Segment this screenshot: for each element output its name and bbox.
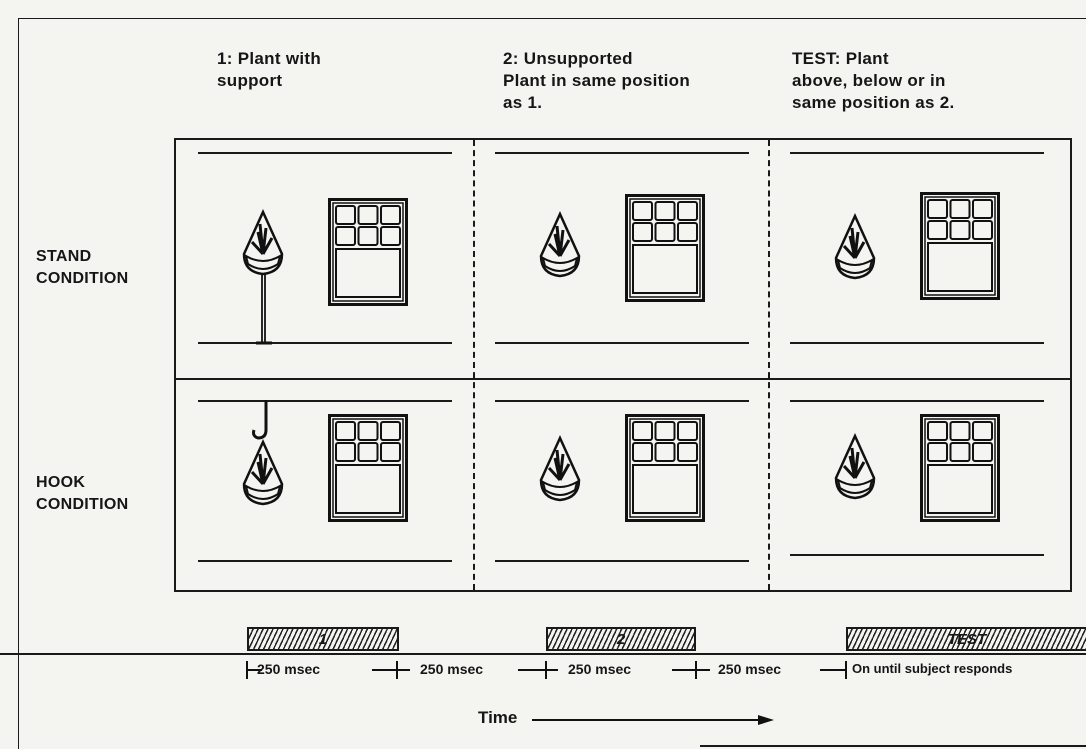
timeline-slot-2-label: 2 — [616, 630, 626, 648]
figure-frame — [18, 18, 1086, 749]
scene-hook-1 — [176, 378, 473, 590]
scene-hook-2 — [473, 378, 768, 590]
window-icon — [920, 414, 1000, 522]
window-icon — [328, 198, 408, 306]
window-icon — [328, 414, 408, 522]
plant-icon — [539, 434, 581, 502]
plant-on-hook-icon — [242, 400, 284, 506]
duration-test: On until subject responds — [852, 661, 1013, 676]
duration-3: 250 msec — [568, 661, 632, 677]
duration-4: 250 msec — [718, 661, 782, 677]
timeline-slot-2: 2 — [546, 627, 696, 651]
row-label-stand-line2: CONDITION — [36, 270, 129, 287]
column-heading-1: 1: Plant with support — [217, 48, 321, 92]
ceiling-line — [198, 152, 452, 154]
plant-icon — [834, 432, 876, 500]
duration-1: 250 msec — [257, 661, 321, 677]
scene-stand-2 — [473, 140, 768, 378]
column-divider-2 — [768, 140, 770, 590]
time-arrow-icon — [532, 715, 774, 725]
ceiling-line — [495, 400, 749, 402]
row-label-hook-line1: HOOK — [36, 474, 86, 491]
window-icon — [625, 194, 705, 302]
timeline-slot-1: 1 — [247, 627, 399, 651]
column-divider-1 — [473, 140, 475, 590]
floor-line — [198, 342, 452, 344]
bottom-rule — [700, 745, 1086, 747]
timeline-slot-1-label: 1 — [318, 630, 328, 648]
row-label-hook: HOOK CONDITION — [36, 472, 128, 516]
column-heading-2-line2: Plant in same position — [503, 71, 691, 90]
column-heading-2: 2: Unsupported Plant in same position as… — [503, 48, 690, 114]
row-label-hook-line2: CONDITION — [36, 496, 129, 513]
scene-stand-1 — [176, 140, 473, 378]
ceiling-line — [495, 152, 749, 154]
column-heading-1-line1: 1: Plant with — [217, 49, 322, 68]
row-label-stand: STAND CONDITION — [36, 246, 128, 290]
column-heading-2-line1: 2: Unsupported — [503, 49, 633, 68]
column-heading-1-line2: support — [217, 71, 283, 90]
timeline-slot-test: TEST — [846, 627, 1086, 651]
plant-icon — [834, 212, 876, 280]
row-label-stand-line1: STAND — [36, 248, 92, 265]
time-axis-label: Time — [478, 708, 517, 728]
row-divider — [176, 378, 1070, 380]
column-heading-test-line1: TEST: Plant — [792, 49, 889, 68]
ceiling-line — [790, 152, 1044, 154]
floor-line — [495, 560, 749, 562]
column-heading-test-line3: same position as 2. — [792, 93, 955, 112]
window-icon — [625, 414, 705, 522]
floor-line — [790, 554, 1044, 556]
floor-line — [198, 560, 452, 562]
duration-2: 250 msec — [420, 661, 484, 677]
scene-stand-test — [768, 140, 1070, 378]
scene-grid — [174, 138, 1072, 592]
column-heading-test-line2: above, below or in — [792, 71, 946, 90]
timeline-slot-test-label: TEST — [947, 630, 987, 648]
column-heading-test: TEST: Plant above, below or in same posi… — [792, 48, 955, 114]
timeline-baseline — [0, 653, 1086, 655]
duration-markers — [246, 661, 847, 679]
floor-line — [790, 342, 1044, 344]
scene-hook-test — [768, 378, 1070, 590]
ceiling-line — [790, 400, 1044, 402]
window-icon — [920, 192, 1000, 300]
ceiling-line — [198, 400, 452, 402]
time-axis-text: Time — [478, 708, 518, 727]
floor-line — [495, 342, 749, 344]
plant-icon — [539, 210, 581, 278]
column-heading-2-line3: as 1. — [503, 93, 543, 112]
plant-on-stand-icon — [242, 208, 284, 345]
